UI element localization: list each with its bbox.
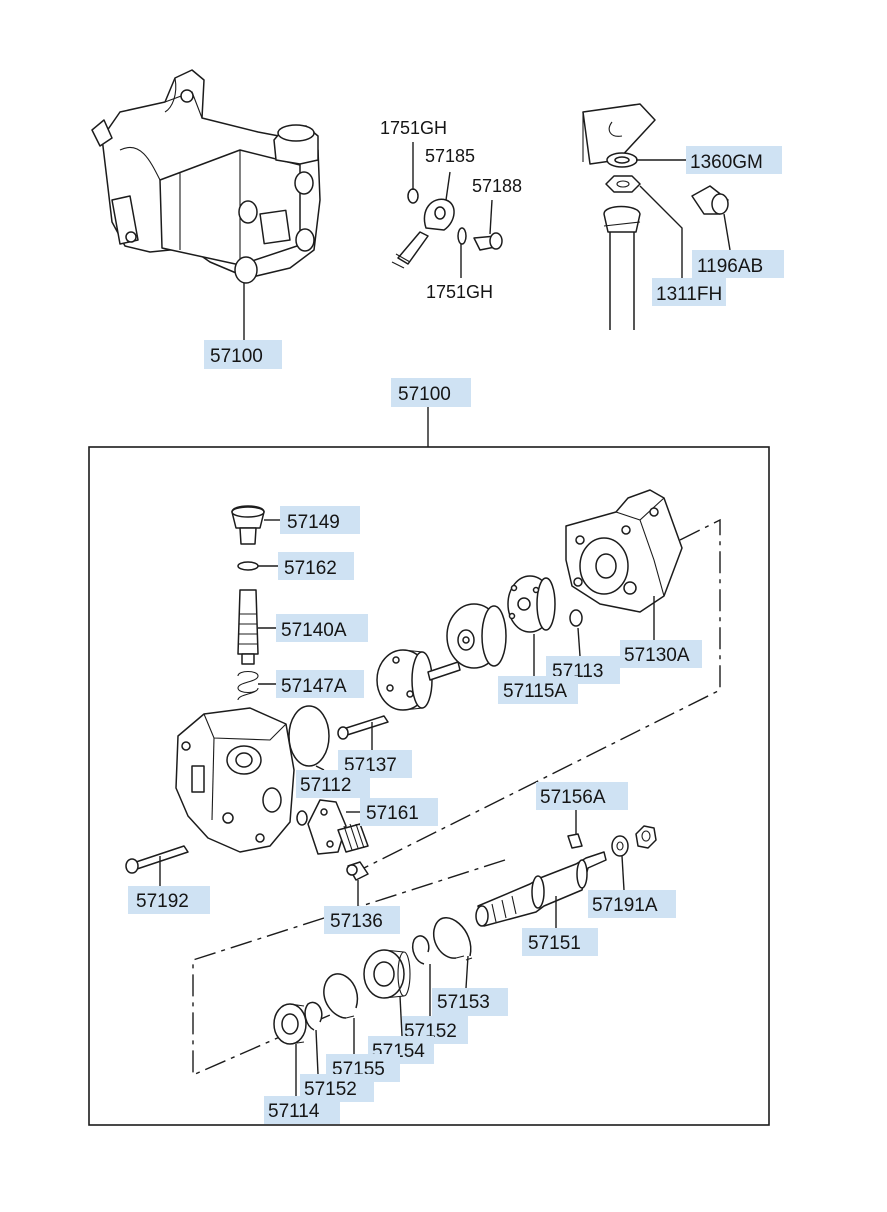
connector-fitting-illustration (307, 799, 369, 881)
label-57100-top-bg (204, 340, 282, 369)
label-57130a: 57130A (624, 645, 690, 666)
label-57115a-bg (498, 676, 578, 704)
leader-57154 (399, 995, 403, 1037)
drive-shaft-illustration (475, 825, 657, 927)
label-1751gh-a: 1751GH (380, 118, 447, 138)
label-57147a: 57147A (281, 676, 347, 697)
banjo-fitting-illustration (391, 188, 503, 269)
pump-assembly-illustration (91, 69, 321, 284)
label-57130a-bg (620, 640, 702, 668)
leader-1196ab (723, 213, 731, 251)
rear-cover-illustration (565, 489, 683, 613)
label-57188: 57188 (472, 176, 522, 196)
label-1360gm-bg (686, 146, 782, 174)
label-57191a-bg (588, 890, 676, 918)
rotor-stack-illustration (376, 575, 583, 711)
bearing-set-illustration (273, 917, 473, 1045)
leader-57152-b (315, 1029, 319, 1075)
label-57153-bg (432, 988, 508, 1016)
valve-stack-illustration (231, 505, 265, 701)
label-1311fh-bg (652, 278, 726, 306)
leader-57112 (315, 765, 325, 771)
label-57147a-bg (276, 670, 364, 698)
leader-57188 (489, 199, 493, 235)
label-57151-bg (522, 928, 598, 956)
label-57114-bg (264, 1096, 340, 1124)
label-57136-bg (324, 906, 400, 934)
label-57162-bg (278, 552, 354, 580)
label-1311fh: 1311FH (656, 284, 722, 305)
label-57185: 57185 (425, 146, 475, 166)
label-57112: 57112 (300, 775, 351, 796)
label-57191a: 57191A (592, 895, 658, 916)
label-57115a: 57115A (503, 681, 567, 702)
label-57152-b: 57152 (304, 1079, 357, 1100)
label-57162: 57162 (284, 558, 337, 579)
label-57151: 57151 (528, 933, 581, 954)
label-57114: 57114 (268, 1101, 320, 1122)
label-57156a-bg (536, 782, 628, 810)
label-57100-top: 57100 (210, 346, 263, 367)
label-57140a: 57140A (281, 620, 347, 641)
label-57149-bg (280, 506, 360, 534)
label-57100-assy-bg (391, 378, 471, 407)
label-57149: 57149 (287, 512, 340, 533)
label-57100-assy: 57100 (398, 384, 451, 405)
label-57156a: 57156A (540, 787, 606, 808)
label-57140a-bg (276, 614, 368, 642)
label-57192: 57192 (136, 891, 189, 912)
label-57161-bg (360, 798, 438, 826)
leader-57113 (577, 627, 581, 657)
label-1751gh-b: 1751GH (426, 282, 493, 302)
label-57136: 57136 (330, 911, 383, 932)
exploded-view-frame (88, 446, 770, 1126)
hose-fitting-illustration (582, 103, 729, 330)
pump-housing-illustration (125, 705, 389, 874)
label-1196ab-bg (692, 250, 784, 278)
label-57192-bg (128, 886, 210, 914)
label-57153: 57153 (437, 992, 490, 1013)
leader-57185 (445, 171, 451, 201)
label-1196ab: 1196AB (697, 256, 763, 277)
leader-1311fh (639, 185, 683, 278)
guide-line-upper (359, 518, 721, 871)
label-57161: 57161 (366, 803, 419, 824)
leader-57191a (621, 855, 625, 891)
label-1360gm: 1360GM (690, 152, 763, 173)
leader-57153 (465, 955, 469, 989)
label-57112-bg (296, 770, 370, 798)
